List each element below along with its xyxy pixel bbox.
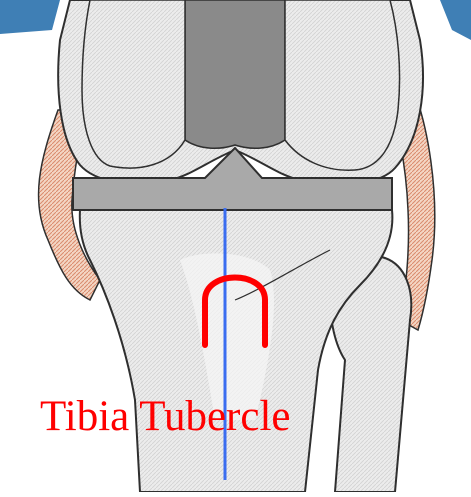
corner-tab <box>0 0 60 34</box>
corner-tab-right <box>440 0 471 40</box>
condyle-right <box>285 0 400 170</box>
intercondylar-notch <box>185 0 285 148</box>
tibia-tubercle-label: Tibia Tubercle <box>40 395 290 438</box>
condyle-left <box>82 0 185 168</box>
